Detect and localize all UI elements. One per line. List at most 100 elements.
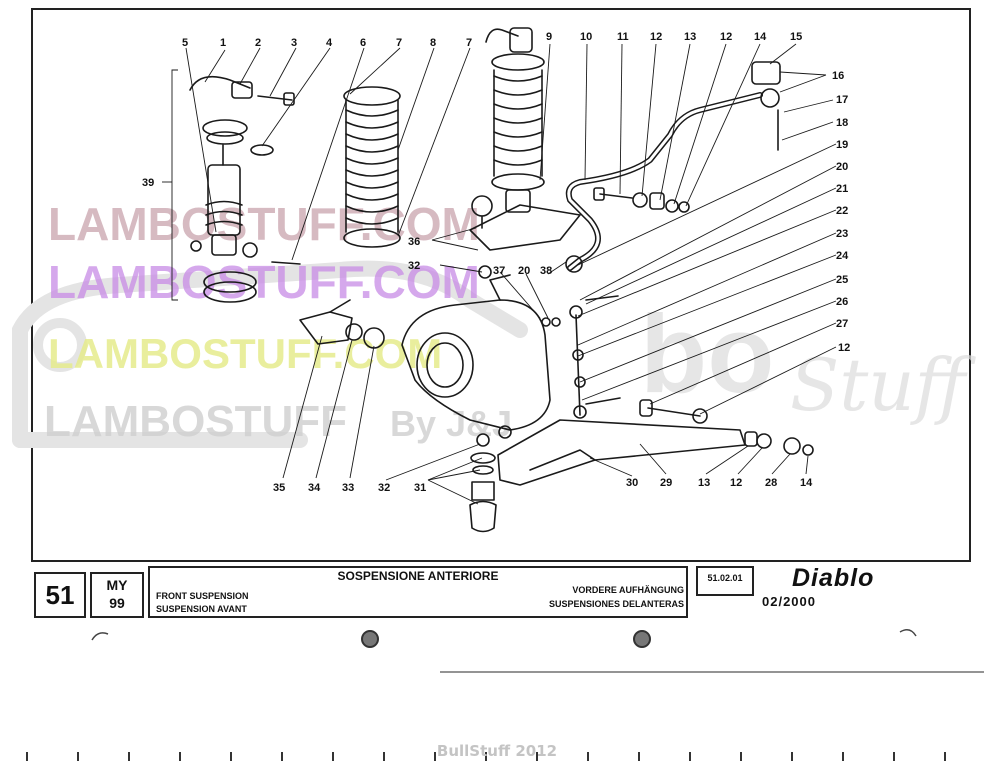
binding-tick (944, 752, 946, 761)
binding-tick (434, 752, 436, 761)
callout-39: 39 (142, 177, 154, 189)
binding-tick (26, 752, 28, 761)
callout-13: 13 (684, 31, 696, 43)
leader-lines (162, 43, 837, 505)
callout-25: 25 (836, 274, 848, 286)
callout-5: 5 (182, 37, 188, 49)
callout-29: 29 (660, 477, 672, 489)
model-label: MY (106, 577, 128, 593)
callout-11: 11 (617, 31, 629, 43)
callout-14: 14 (754, 31, 767, 43)
model-year: 99 (109, 595, 125, 611)
lower-wishbone (497, 399, 814, 486)
parts-drawing (189, 27, 814, 533)
callout-28: 28 (765, 477, 777, 489)
binding-tick (485, 752, 487, 761)
callout-16: 16 (832, 70, 844, 82)
footer-credit: BullStuff 2012 (436, 742, 558, 760)
binding-tick (791, 752, 793, 761)
coilover-assembly (469, 27, 581, 251)
callout-3: 3 (291, 37, 297, 49)
callout-35: 35 (273, 482, 285, 494)
callout-20: 20 (836, 161, 848, 173)
watermarks: LAMBOSTUFF.COM LAMBOSTUFF.COM LAMBOSTUFF… (44, 198, 977, 446)
callout-15: 15 (790, 31, 802, 43)
callout-36: 36 (408, 236, 420, 248)
callout-23: 23 (836, 228, 848, 240)
binding-tick (332, 752, 334, 761)
upper-bolt-set (593, 187, 690, 213)
page-number: 51 (45, 580, 75, 610)
callout-26: 26 (836, 296, 848, 308)
binding-tick (587, 752, 589, 761)
watermark-lambostuff-1: LAMBOSTUFF.COM (48, 198, 480, 250)
table-code: 51.02.01 (707, 573, 743, 583)
title-german: VORDERE AUFHÄNGUNG (572, 585, 684, 595)
car-silhouette-watermark (12, 260, 528, 448)
callout-8: 8 (430, 37, 436, 49)
callout-numbers: 1 2 3 4 5 6 7 8 7 9 10 11 12 13 12 14 15… (142, 31, 850, 494)
callout-13b: 13 (698, 477, 710, 489)
title-italian: SOSPENSIONE ANTERIORE (337, 569, 499, 583)
callout-12b: 12 (720, 31, 732, 43)
brand-logo: Diablo (792, 564, 875, 592)
callout-19: 19 (836, 139, 848, 151)
binding-tick (638, 752, 640, 761)
callout-27: 27 (836, 318, 848, 330)
callout-20b: 20 (518, 265, 530, 277)
binding-tick (740, 752, 742, 761)
callout-6: 6 (360, 37, 366, 49)
binding-tick (281, 752, 283, 761)
binder-hole-left (361, 630, 379, 648)
binding-tick (77, 752, 79, 761)
callout-9: 9 (546, 31, 552, 43)
callout-12: 12 (650, 31, 662, 43)
title-english: FRONT SUSPENSION (156, 591, 249, 601)
callout-34: 34 (308, 482, 321, 494)
watermark-stuff: Stuff (790, 343, 977, 427)
binding-tick (893, 752, 895, 761)
hub-carrier (401, 265, 551, 431)
title-box (148, 566, 688, 618)
callout-12d: 12 (730, 477, 742, 489)
binding-tick (383, 752, 385, 761)
callout-38: 38 (540, 265, 552, 277)
callout-17: 17 (836, 94, 848, 106)
issue-date: 02/2000 (762, 594, 816, 609)
diagram-frame (31, 8, 971, 562)
callout-2: 2 (255, 37, 261, 49)
title-spanish: SUSPENSIONES DELANTERAS (548, 599, 684, 609)
drop-link (541, 295, 621, 419)
binding-tick (179, 752, 181, 761)
callout-18: 18 (836, 117, 848, 129)
binding-tick (842, 752, 844, 761)
callout-4: 4 (326, 37, 333, 49)
stabilizer-bar (565, 61, 781, 273)
binding-tick (128, 752, 130, 761)
callout-12c: 12 (838, 342, 850, 354)
table-code-box (696, 566, 754, 596)
callout-24: 24 (836, 250, 849, 262)
callout-14b: 14 (800, 477, 813, 489)
callout-32b: 32 (378, 482, 390, 494)
callout-7: 7 (396, 37, 402, 49)
callout-33: 33 (342, 482, 354, 494)
callout-37: 37 (493, 265, 505, 277)
watermark-lambostuff-2: LAMBOSTUFF.COM (48, 256, 480, 308)
watermark-lambostuff-3: LAMBOSTUFF.COM (48, 330, 442, 377)
callout-1: 1 (220, 37, 226, 49)
callout-10: 10 (580, 31, 592, 43)
watermark-lambostuff-4: LAMBOSTUFF (44, 397, 347, 446)
binding-tick (230, 752, 232, 761)
callout-7b: 7 (466, 37, 472, 49)
model-year-box (90, 572, 144, 618)
callout-31: 31 (414, 482, 426, 494)
lower-ball-joint (469, 433, 497, 533)
watermark-bo: bo (640, 293, 774, 416)
callout-22: 22 (836, 205, 848, 217)
binding-tick (689, 752, 691, 761)
callout-30: 30 (626, 477, 638, 489)
callout-21: 21 (836, 183, 848, 195)
